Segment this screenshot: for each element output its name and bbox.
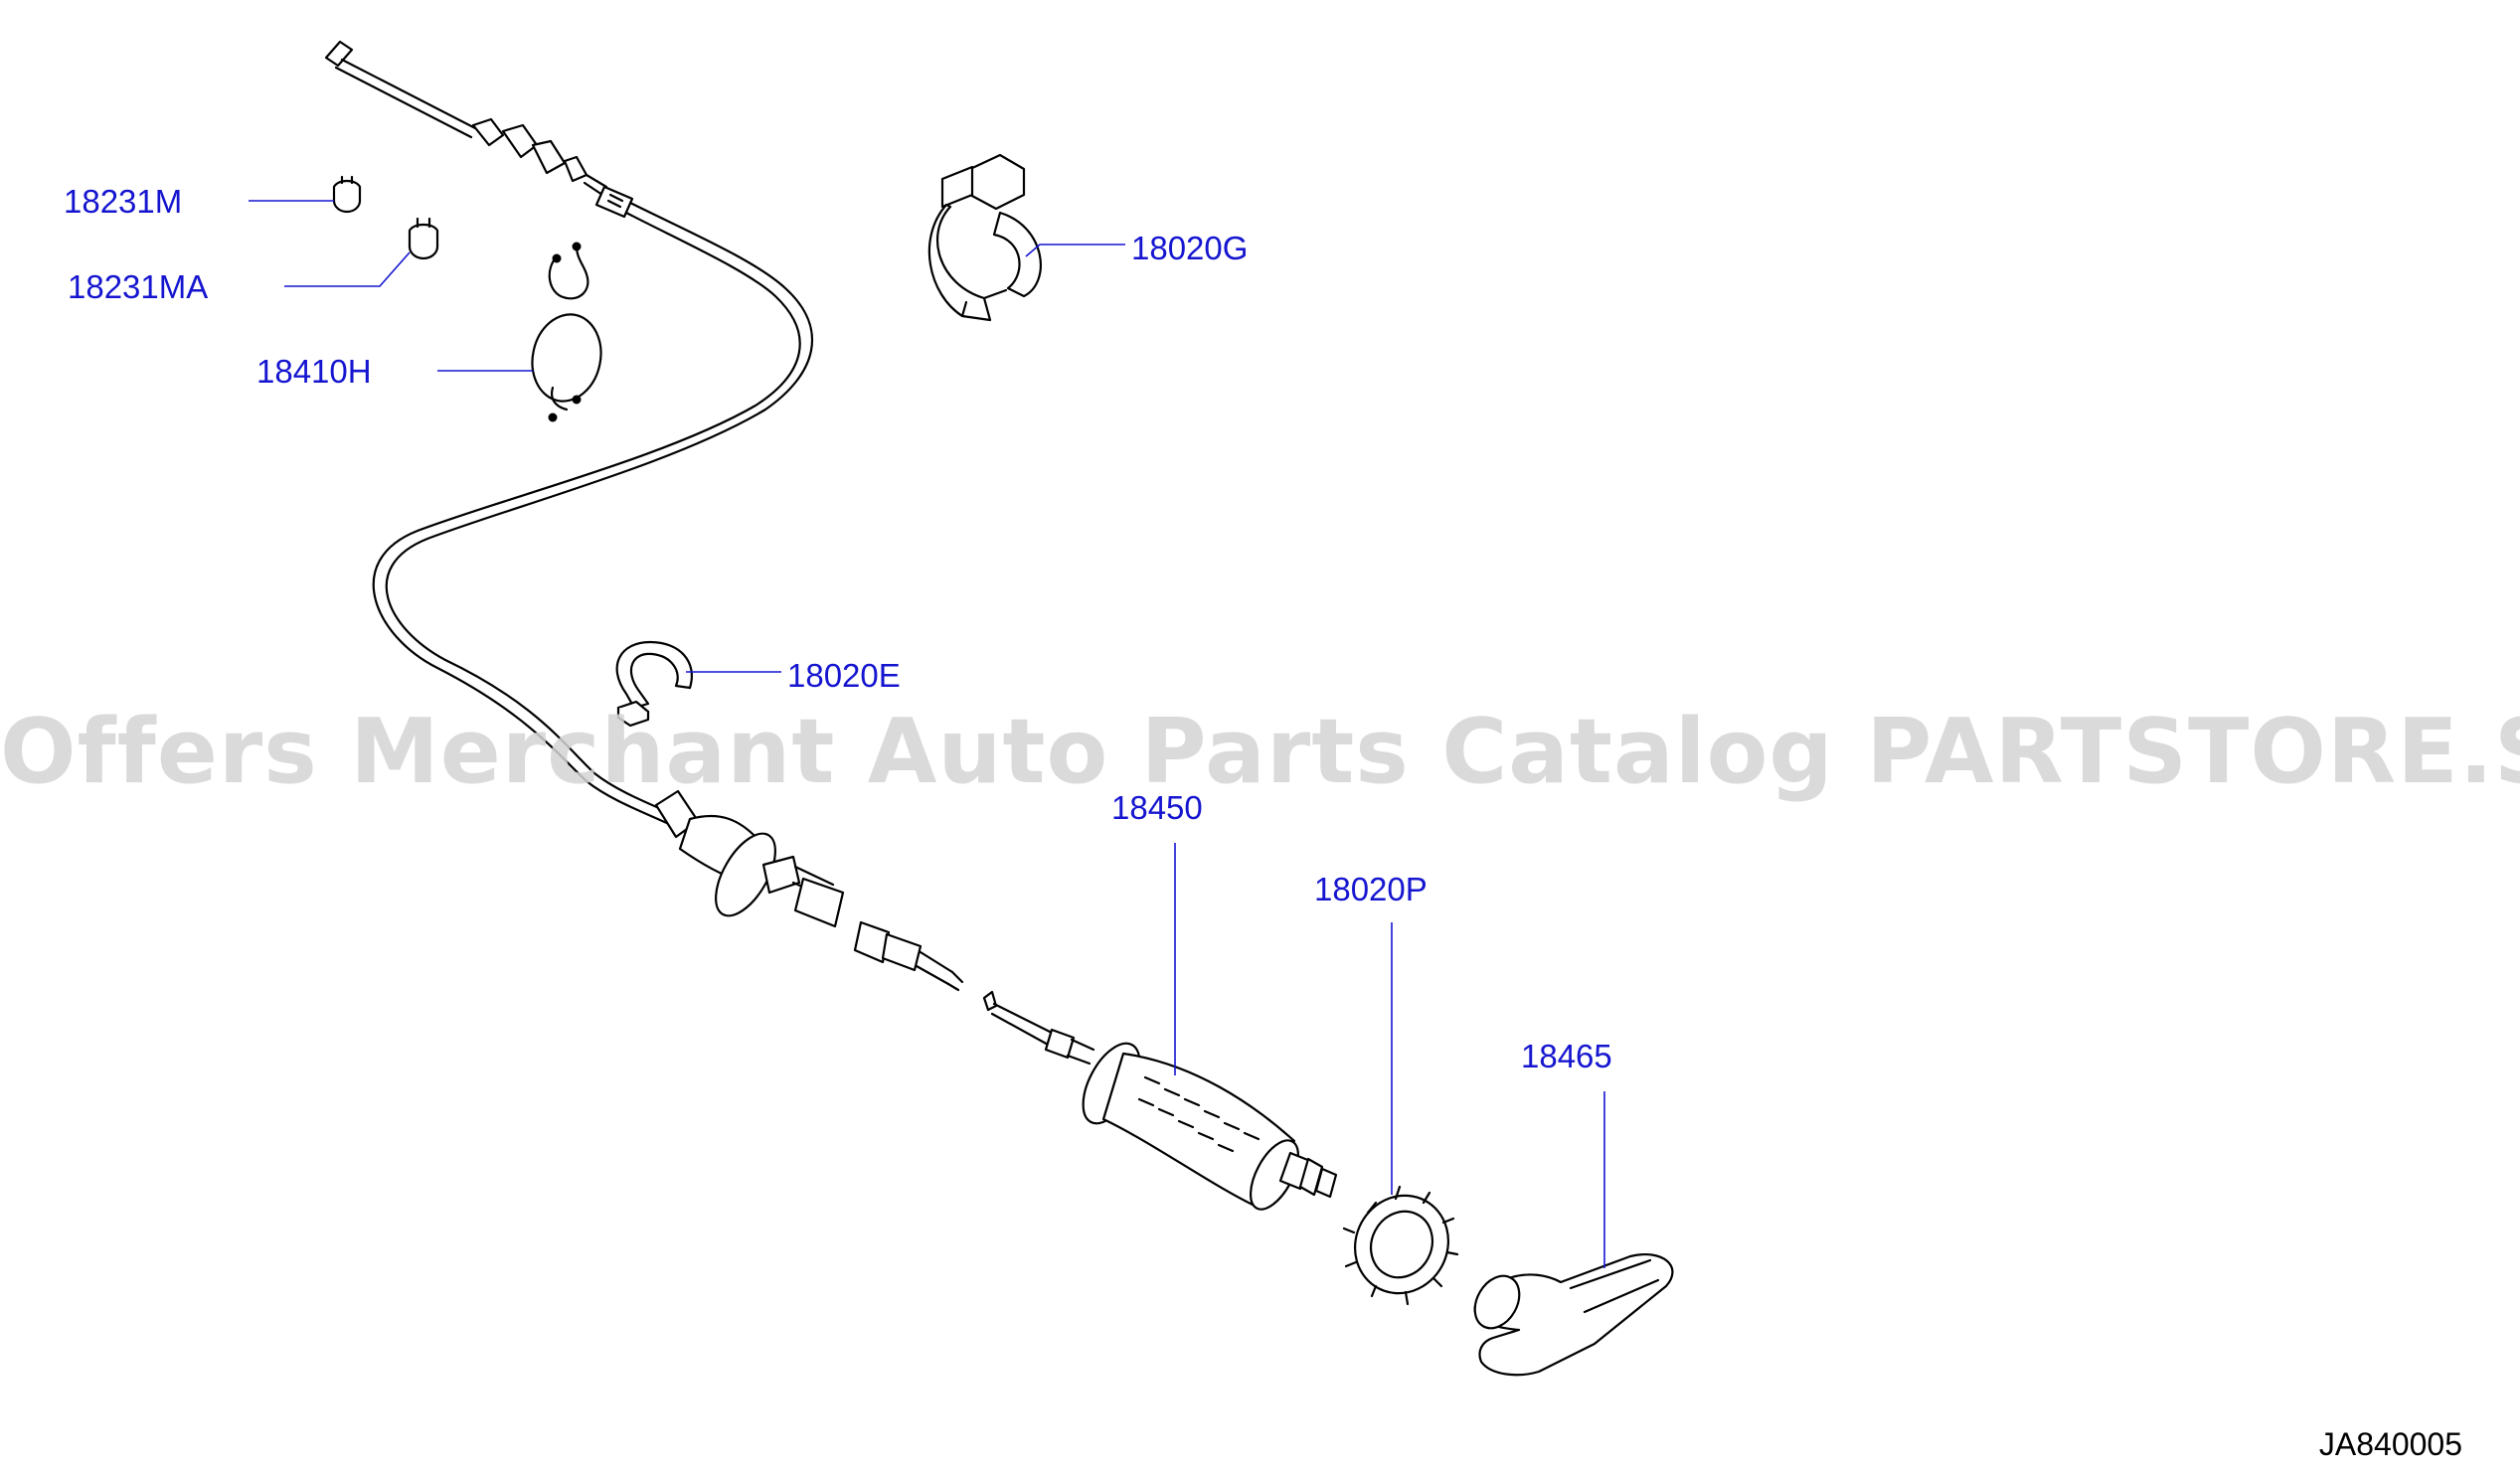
part-label-18231m[interactable]: 18231M <box>64 183 183 220</box>
part-label-18410h[interactable]: 18410H <box>256 353 372 390</box>
part-label-18020p[interactable]: 18020P <box>1314 871 1428 907</box>
part-label-18020e[interactable]: 18020E <box>787 657 901 694</box>
part-label-18465[interactable]: 18465 <box>1521 1038 1612 1074</box>
part-label-18450[interactable]: 18450 <box>1111 789 1203 826</box>
cable-boot-icon <box>654 789 964 992</box>
diagram-code: JA840005 <box>2318 1426 2462 1462</box>
adjuster-barrel-icon <box>1082 1042 1338 1211</box>
lock-nut-18020p-icon <box>1342 1185 1459 1306</box>
inner-rod-icon <box>982 990 1095 1065</box>
band-clip-18020e-icon <box>615 640 693 728</box>
wire-tie-18410h-icon <box>531 242 602 422</box>
leader-18231ma <box>284 251 411 287</box>
part-label-18020g[interactable]: 18020G <box>1131 230 1249 266</box>
bracket-clip-18020g-icon <box>927 153 1042 322</box>
leader-18020g <box>1025 244 1125 257</box>
cable-assembly-icon <box>324 40 1338 1211</box>
clip-18231ma-icon <box>408 217 439 260</box>
knob-18465-icon <box>1473 1253 1674 1377</box>
watermark: Offers Merchant Auto Parts Catalog PARTS… <box>0 700 2520 804</box>
part-label-18231ma[interactable]: 18231MA <box>68 268 209 305</box>
leader-lines <box>249 200 1605 1268</box>
cable-end-fitting-icon <box>324 40 634 219</box>
clip-18231m-icon <box>332 175 362 214</box>
